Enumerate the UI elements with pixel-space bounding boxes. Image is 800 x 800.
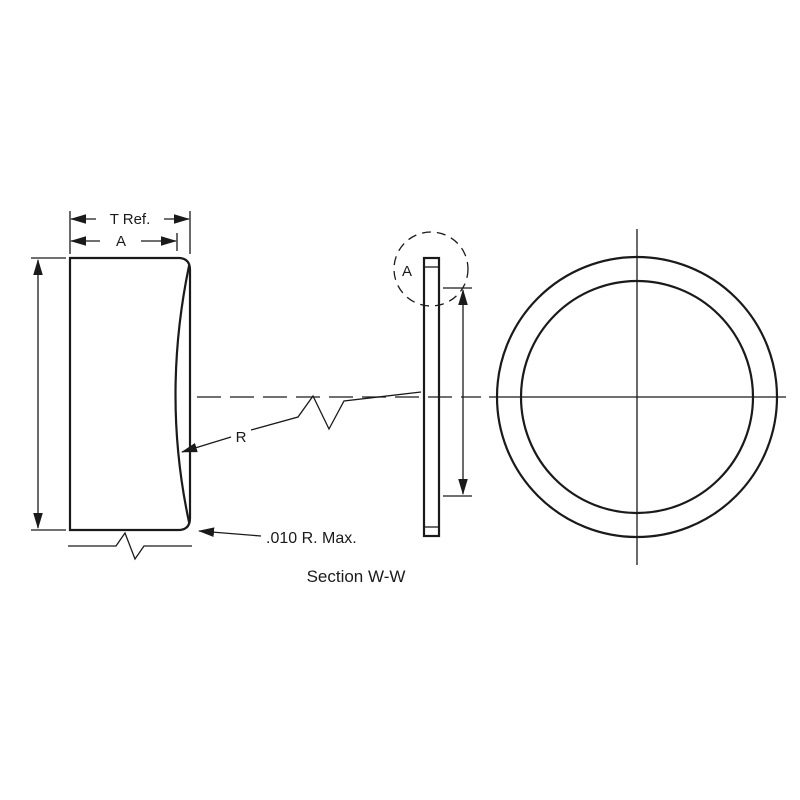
front-view bbox=[489, 229, 786, 565]
t-ref-dimension: T Ref. bbox=[69, 211, 191, 254]
bottom-break-line bbox=[68, 531, 192, 561]
r-leader-zigzag bbox=[250, 391, 422, 431]
detail-circle bbox=[393, 231, 469, 307]
inner-circle bbox=[519, 279, 755, 515]
outer-circle bbox=[495, 255, 779, 539]
r-label: R bbox=[236, 429, 247, 446]
edge-view-outline bbox=[422, 256, 441, 538]
lens-curve bbox=[174, 264, 191, 524]
left-section-view bbox=[68, 256, 192, 532]
edge-view bbox=[422, 256, 441, 538]
a-dimension-label: A bbox=[116, 233, 126, 250]
section-title: Section W-W bbox=[307, 567, 406, 586]
section-outline bbox=[68, 256, 192, 532]
inner-height-dimension bbox=[443, 287, 472, 497]
radius-note: .010 R. Max. bbox=[198, 527, 357, 547]
r-arrow-segment bbox=[181, 436, 232, 453]
break-zigzag bbox=[68, 531, 192, 561]
radius-note-leader bbox=[198, 527, 262, 537]
radius-note-label: .010 R. Max. bbox=[266, 530, 357, 547]
detail-a-label: A bbox=[402, 263, 412, 280]
radius-leader: R bbox=[181, 391, 422, 453]
t-ref-label: T Ref. bbox=[110, 211, 151, 228]
height-dimension bbox=[31, 257, 66, 531]
detail-callout-a: A bbox=[393, 231, 469, 307]
a-dimension: A bbox=[70, 233, 178, 251]
